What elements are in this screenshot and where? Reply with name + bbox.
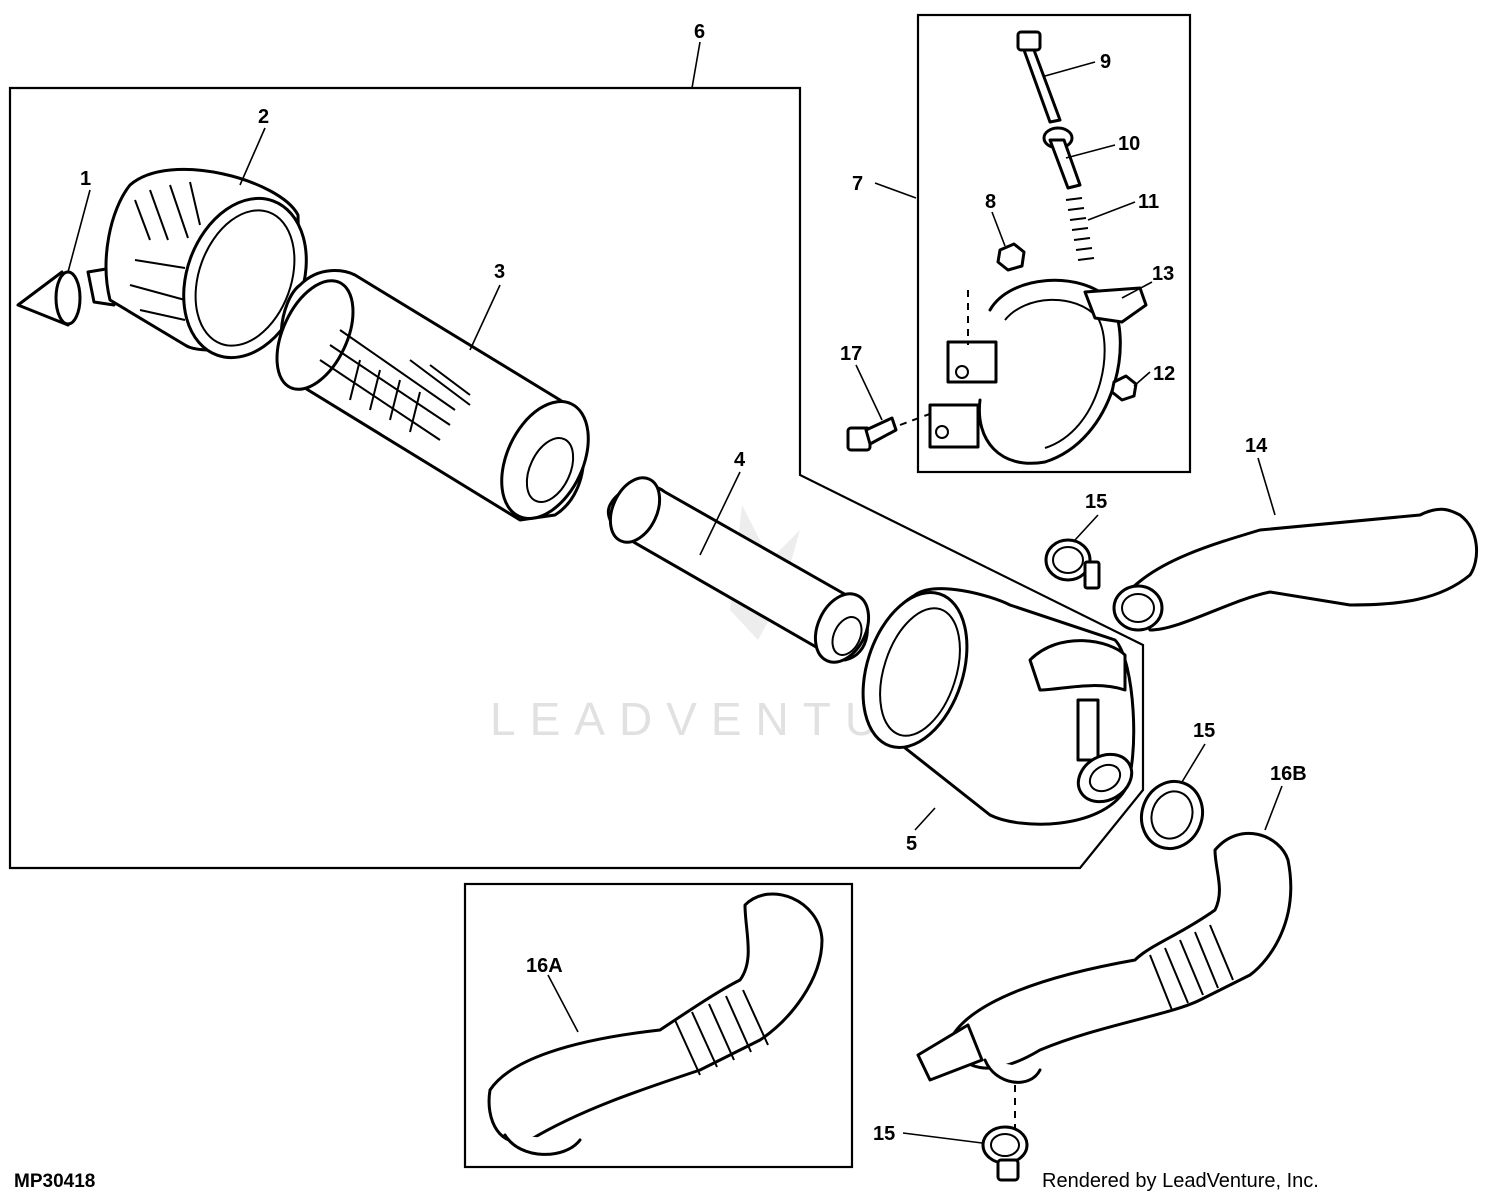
render-credit: Rendered by LeadVenture, Inc. [1042, 1170, 1319, 1192]
part-16a-outlet-hose [487, 892, 824, 1156]
callout-10: 10 [1118, 133, 1140, 155]
part-3-primary-element [275, 269, 590, 522]
clamp-kit-7-frame [916, 13, 1192, 474]
leader-lines [67, 41, 1283, 1144]
callout-6: 6 [694, 21, 705, 43]
callout-5: 5 [906, 833, 917, 855]
callout-1: 1 [80, 168, 91, 190]
callout-2: 2 [258, 106, 269, 128]
assembly-guide-line [899, 411, 936, 426]
hose-16a-inset-frame [463, 882, 854, 1169]
callout-11: 11 [1138, 191, 1159, 213]
part-10-spacer [1042, 126, 1082, 190]
callout-4: 4 [734, 449, 746, 471]
callout-16b: 16B [1270, 763, 1307, 785]
part-1-unloader-valve [16, 266, 116, 327]
callout-3: 3 [494, 261, 505, 283]
callout-7: 7 [852, 173, 863, 195]
part-14-intake-hose [1112, 507, 1479, 632]
part-15-hose-clamp-lower [981, 1125, 1029, 1182]
callout-15-upper: 15 [1085, 491, 1107, 513]
part-9-bolt [1016, 30, 1062, 124]
part-15-hose-clamp-upper [1044, 538, 1101, 590]
assembly-6-frame [8, 86, 1145, 870]
callout-15-lower: 15 [873, 1123, 895, 1145]
callout-16a: 16A [526, 955, 563, 977]
part-11-spring [1065, 197, 1095, 261]
figure-code: MP30418 [14, 1171, 95, 1192]
part-15-hose-clamp-right [1140, 779, 1204, 851]
callout-8: 8 [985, 191, 996, 213]
callout-14: 14 [1245, 435, 1268, 457]
part-12-nut [1110, 374, 1138, 402]
part-4-secondary-element [606, 476, 871, 664]
part-5-air-cleaner-body [861, 587, 1136, 826]
part-13-band-clamp [928, 278, 1148, 465]
callout-13: 13 [1152, 263, 1174, 285]
callout-15-right: 15 [1193, 720, 1215, 742]
part-17-carriage-bolt [846, 416, 898, 452]
callout-9: 9 [1100, 51, 1111, 73]
part-8-nut [996, 242, 1026, 272]
part-16b-outlet-hose [916, 831, 1293, 1084]
callout-12: 12 [1153, 363, 1175, 385]
callout-17: 17 [840, 343, 862, 365]
